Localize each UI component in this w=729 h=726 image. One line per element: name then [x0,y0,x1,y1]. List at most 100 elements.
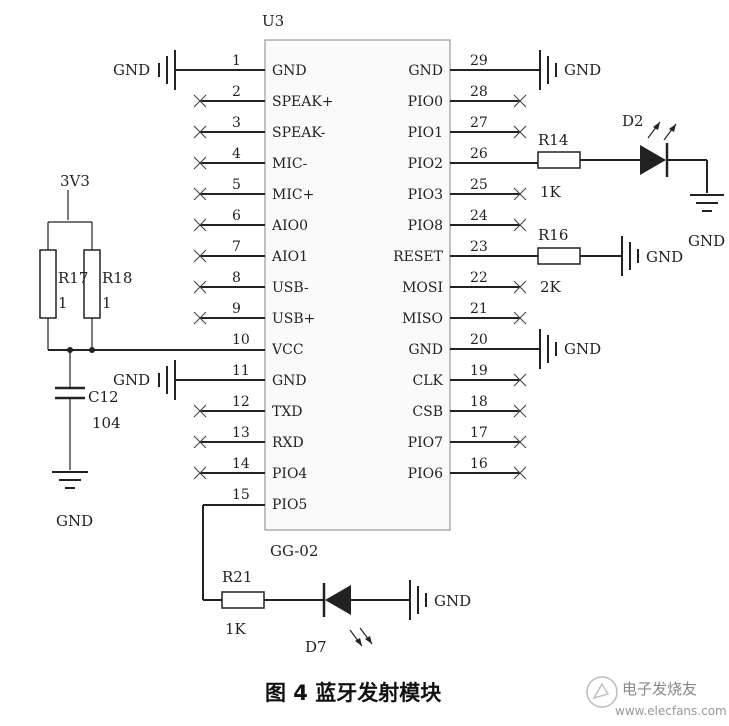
resistor-r21 [221,591,265,609]
watermark-text: 电子发烧友 [622,680,697,698]
pin-number: 16 [470,456,488,472]
pin-name: SPEAK+ [272,94,334,110]
r14-value: 1K [540,183,562,201]
pin-number: 23 [470,239,488,255]
pin-name: VCC [271,342,304,358]
gnd-label-right-29: GND [564,61,601,79]
gnd-label-r16: GND [646,248,683,266]
pin-name: AIO0 [271,218,308,234]
pin-number: 12 [232,394,250,410]
pin-number: 19 [470,363,488,379]
resistor-r14 [537,151,581,169]
c12-ref: C12 [88,388,119,406]
chip-ref: U3 [262,12,284,30]
pin-number: 15 [232,487,250,503]
pin-number: 6 [232,208,241,224]
d7-led-circuit [202,504,427,647]
r21-ref: R21 [222,568,252,586]
pin-name: GND [272,63,307,79]
pin-number: 29 [470,53,488,69]
pin-number: 27 [470,115,488,131]
pin-number: 5 [232,177,241,193]
pin-name: GND [408,63,443,79]
pin-name: USB+ [272,311,315,327]
pin-number: 20 [470,332,488,348]
led-d2 [640,145,666,175]
watermark-url: www.elecfans.com [615,704,727,718]
pin-name: PIO5 [272,497,307,513]
pin-number: 17 [470,425,488,441]
pin-name: TXD [272,404,303,420]
pin-name: CSB [412,404,443,420]
d7-ref: D7 [305,638,327,656]
pin-number: 4 [232,146,241,162]
pin-name: MOSI [402,280,443,296]
watermark: 电子发烧友 www.elecfans.com [586,676,727,718]
pin-name: PIO1 [408,125,443,141]
gnd-label-right-20: GND [564,340,601,358]
gnd-label-c12: GND [56,512,93,530]
pin-name: MIC- [272,156,308,172]
pin-number: 21 [470,301,488,317]
pin-number: 26 [470,146,488,162]
pin-name: PIO7 [408,435,443,451]
pin-number: 11 [232,363,250,379]
led-d7 [325,585,351,615]
r17-value: 1 [58,294,68,312]
pin-number: 18 [470,394,488,410]
pin-name: PIO4 [272,466,307,482]
pin-name: PIO0 [408,94,443,110]
r16-ref: R16 [538,226,568,244]
r17-ref: R17 [58,269,88,287]
r14-ref: R14 [538,131,568,149]
supply-label: 3V3 [60,172,90,190]
r16-reset-circuit [537,236,639,276]
pin-name: PIO2 [408,156,443,172]
pin-name: MIC+ [272,187,314,203]
vcc-network [39,190,265,489]
pin-name: PIO3 [408,187,443,203]
pin-number: 3 [232,115,241,131]
gnd-label-d2: GND [688,232,725,250]
pin-name: PIO8 [408,218,443,234]
pin-number: 25 [470,177,488,193]
pin-name: PIO6 [408,466,443,482]
ground-symbols: GND GND GND GND [113,50,601,400]
gnd-label-d7: GND [434,592,471,610]
d2-ref: D2 [622,112,644,130]
r18-value: 1 [102,294,112,312]
pin-number: 22 [470,270,488,286]
pin-number: 24 [470,208,488,224]
pin-name: RESET [393,249,444,265]
right-pin-group: 29GND28PIO027PIO126PIO225PIO324PIO823RES… [393,53,540,482]
gnd-label-left-11: GND [113,371,150,389]
pin-name: USB- [272,280,309,296]
pin-number: 8 [232,270,241,286]
resistor-r16 [537,247,581,265]
watermark-logo-icon [586,676,618,708]
pin-number: 7 [232,239,241,255]
